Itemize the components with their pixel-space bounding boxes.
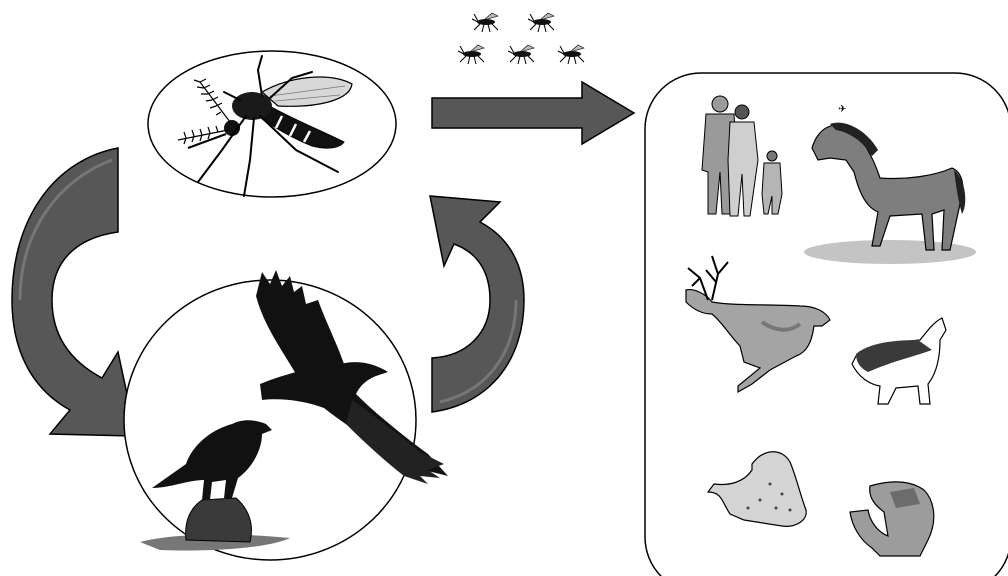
mosquito-swarm [458,13,584,64]
arrow-bird-to-mosquito [430,196,524,412]
mosquito-node [148,51,396,197]
arrow-mosquito-to-bird [12,148,136,436]
arrow-mosquito-to-hosts [432,82,634,144]
mosquito-icon [458,45,484,64]
mosquito-icon [528,13,554,32]
hosts-panel: ✈ [645,73,1008,576]
bird-node [124,270,448,560]
svg-text:✈: ✈ [838,104,846,115]
mosquito-icon [508,45,534,64]
mosquito-icon [472,13,498,32]
mosquito-icon [558,45,584,64]
